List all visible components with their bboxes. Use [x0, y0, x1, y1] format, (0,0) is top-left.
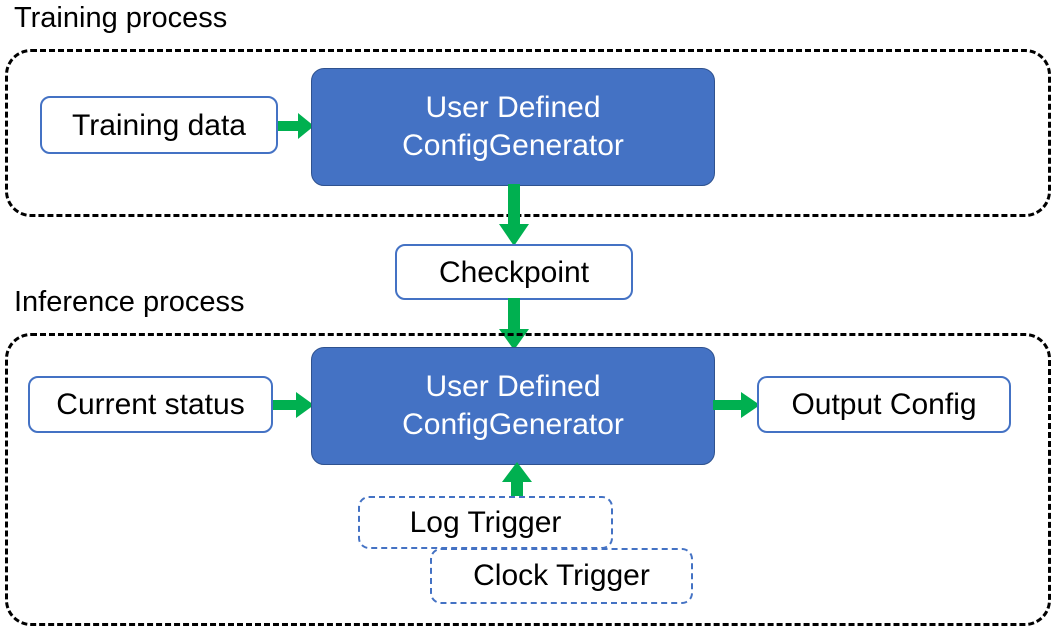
inference-generator-line1: User Defined [425, 369, 601, 403]
arrow-generator-to-output-icon [713, 392, 760, 418]
current-status-box[interactable]: Current status [28, 376, 273, 433]
arrow-triggers-to-generator-icon [502, 462, 532, 504]
arrow-current-status-to-generator-icon [273, 392, 314, 418]
training-data-box[interactable]: Training data [40, 96, 278, 154]
log-trigger-box[interactable]: Log Trigger [358, 496, 613, 549]
clock-trigger-label: Clock Trigger [473, 559, 650, 592]
log-trigger-label: Log Trigger [409, 505, 562, 539]
inference-generator-line2: ConfigGenerator [402, 408, 624, 441]
training-data-label: Training data [72, 108, 246, 142]
clock-trigger-box[interactable]: Clock Trigger [430, 548, 693, 604]
training-process-container [5, 49, 1051, 217]
output-config-box[interactable]: Output Config [757, 376, 1011, 433]
training-generator-line1: User Defined [425, 90, 601, 124]
inference-process-title: Inference process [14, 286, 245, 318]
current-status-label: Current status [56, 388, 245, 421]
training-generator-line2: ConfigGenerator [402, 129, 624, 162]
arrow-generator-to-checkpoint-icon [499, 184, 529, 246]
inference-user-defined-configgenerator-box[interactable]: User Defined ConfigGenerator [311, 347, 715, 465]
output-config-label: Output Config [791, 388, 977, 421]
training-process-title: Training process [14, 2, 228, 34]
arrow-training-data-to-generator-icon [278, 113, 314, 139]
inference-process-container [5, 333, 1051, 626]
training-user-defined-configgenerator-box[interactable]: User Defined ConfigGenerator [311, 68, 715, 186]
checkpoint-label: Checkpoint [438, 255, 590, 289]
arrow-checkpoint-to-generator-icon [499, 298, 529, 350]
checkpoint-box[interactable]: Checkpoint [395, 244, 633, 300]
